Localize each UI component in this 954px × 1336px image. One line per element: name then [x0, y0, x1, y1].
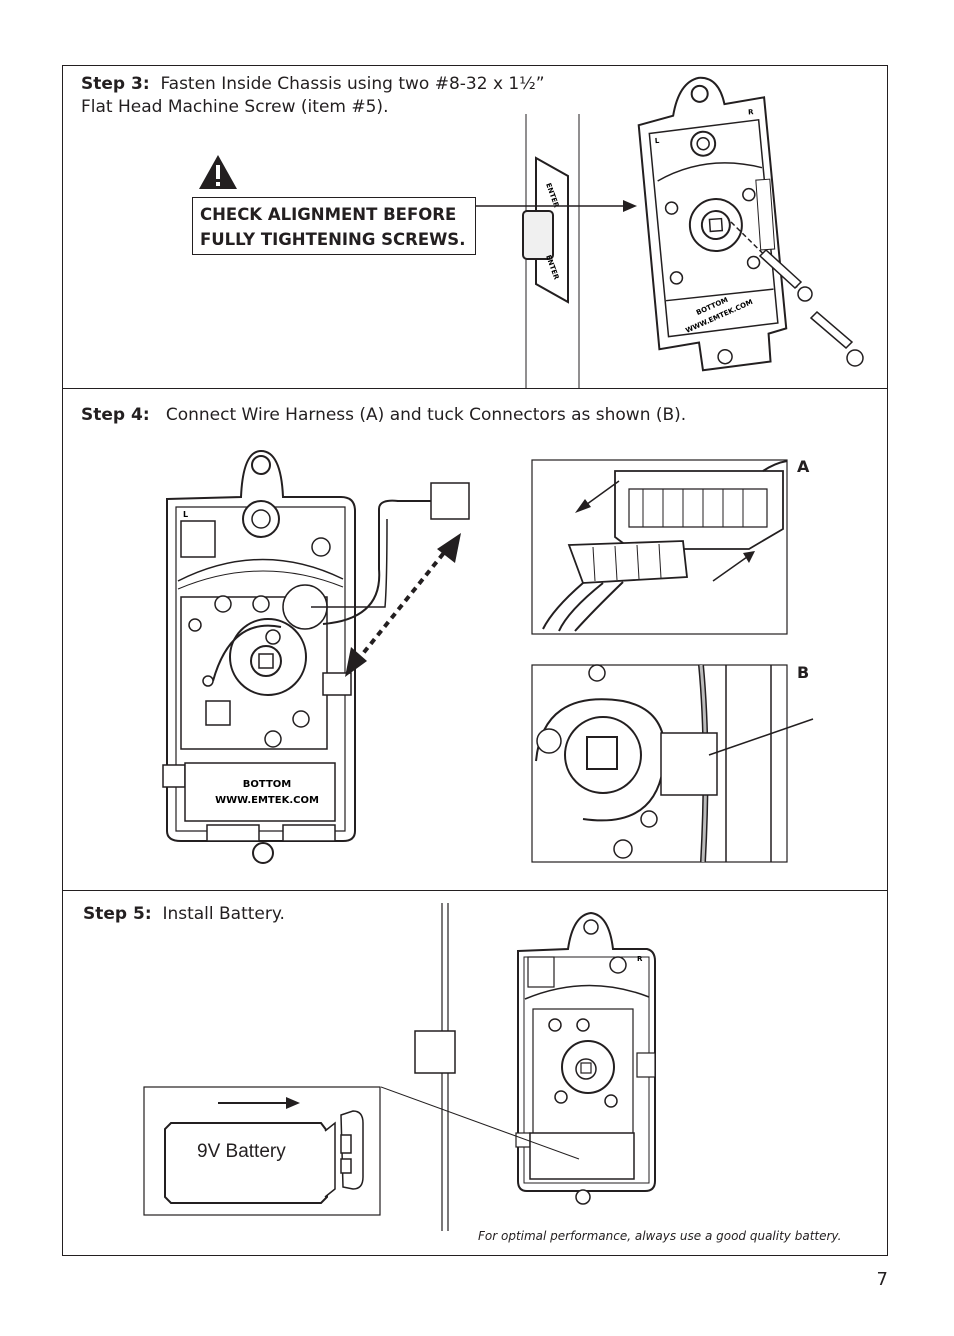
inset-b-tucked-connectors: [531, 664, 814, 863]
step-3-instruction: Step 3: Fasten Inside Chassis using two …: [81, 73, 545, 119]
inset-a-wire-harness: [531, 459, 788, 635]
step-4-instruction: Step 4: Connect Wire Harness (A) and tuc…: [81, 404, 686, 427]
warning-box: CHECK ALIGNMENT BEFORE FULLY TIGHTENING …: [192, 197, 476, 255]
step-5-text: Install Battery.: [162, 904, 285, 924]
chassis-corner-l-step3: L: [655, 137, 661, 145]
step-3-label: Step 3:: [81, 74, 150, 94]
step-4-panel: Step 4: Connect Wire Harness (A) and tuc…: [62, 388, 888, 891]
step-4-illustration: L BOTTOM WWW.EMTEK.COM: [162, 449, 814, 864]
step-3-text-line2: Flat Head Machine Screw (item #5).: [81, 97, 389, 117]
inside-chassis-step3: L R BOTTOM WWW.EMTEK.COM: [637, 76, 788, 372]
battery-label: 9V Battery: [197, 1141, 286, 1162]
step-3-illustration: ENTER ENTER L R BOTTOM W: [476, 76, 864, 388]
chassis-url-step4: WWW.EMTEK.COM: [215, 795, 319, 806]
step-3-text-line1: Fasten Inside Chassis using two #8-32 x …: [160, 74, 545, 94]
machine-screw-lower: [809, 310, 864, 367]
chassis-corner-r-step3: R: [748, 108, 755, 116]
step-5-illustration: R: [143, 903, 656, 1231]
step-4-text: Connect Wire Harness (A) and tuck Connec…: [165, 405, 687, 425]
machine-screw-upper: [730, 221, 813, 302]
inside-chassis-step4: L BOTTOM WWW.EMTEK.COM: [162, 449, 470, 864]
warning-line-1: CHECK ALIGNMENT BEFORE: [200, 205, 457, 224]
step-5-instruction: Step 5: Install Battery.: [83, 903, 285, 926]
step-4-label: Step 4:: [81, 405, 150, 425]
latch-faceplate: ENTER ENTER: [522, 156, 569, 304]
chassis-bottom-step4: BOTTOM: [243, 779, 291, 790]
page-number: 7: [876, 1269, 888, 1290]
step-5-label: Step 5:: [83, 904, 152, 924]
battery-9v: [164, 1110, 364, 1204]
step-5-panel: Step 5: Install Battery. R: [62, 890, 888, 1256]
battery-note: For optimal performance, always use a go…: [478, 1229, 842, 1243]
label-a: A: [797, 457, 810, 476]
warning-triangle-icon: [199, 155, 237, 189]
chassis-corner-l-step4: L: [183, 510, 188, 519]
label-b: B: [797, 663, 810, 682]
inside-chassis-step5: R: [515, 911, 656, 1205]
chassis-corner-r-step5: R: [637, 955, 643, 963]
warning-line-2: FULLY TIGHTENING SCREWS.: [200, 230, 466, 249]
step-3-panel: Step 3: Fasten Inside Chassis using two …: [62, 65, 888, 389]
